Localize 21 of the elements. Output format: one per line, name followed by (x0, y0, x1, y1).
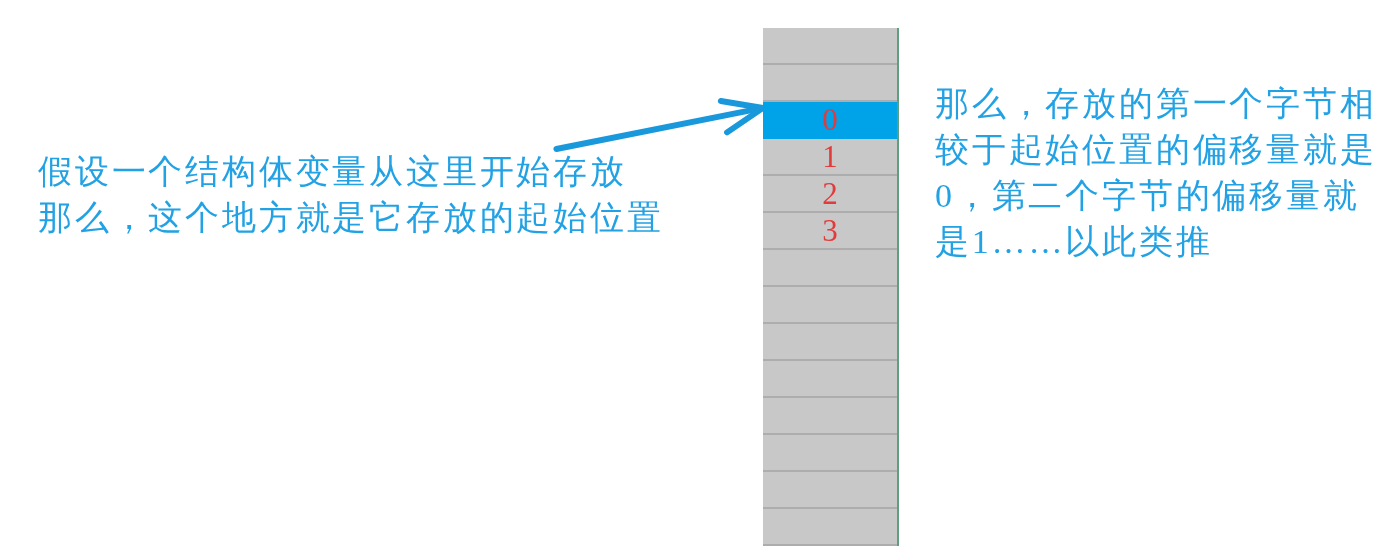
annotation-text: 那么，这个地方就是它存放的起始位置 (38, 198, 665, 238)
memory-cell (763, 102, 897, 139)
offset-number: 2 (822, 178, 838, 209)
offset-number: 3 (822, 215, 838, 246)
offset-number: 1 (822, 141, 838, 172)
memory-cell (763, 509, 897, 546)
offset-number: 0 (822, 104, 838, 135)
memory-cell (763, 139, 897, 176)
memory-cell (763, 65, 897, 102)
memory-cell (763, 472, 897, 509)
memory-cell (763, 324, 897, 361)
annotation-text: 那么，存放的第一个字节相较于起始位置的偏移量就是0，第二个字节的偏移量就是1……以此类推 (935, 84, 1378, 262)
memory-cell (763, 287, 897, 324)
memory-cell (763, 213, 897, 250)
memory-cell (763, 361, 897, 398)
memory-cell (763, 398, 897, 435)
memory-cell (763, 28, 897, 65)
memory-cell (763, 250, 897, 287)
memory-cell (763, 435, 897, 472)
memory-cell (763, 176, 897, 213)
annotation-text: 假设一个结构体变量从这里开始存放 (38, 152, 628, 192)
